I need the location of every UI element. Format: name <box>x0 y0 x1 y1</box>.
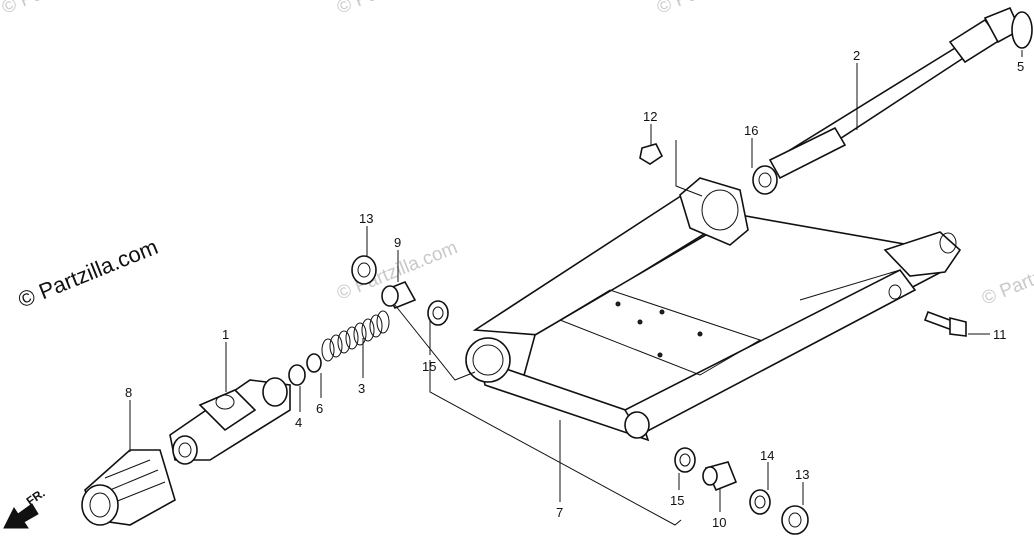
watermark-faint: © Partzilla.com <box>0 0 126 19</box>
swing-arm <box>465 177 962 442</box>
callout-6: 6 <box>316 401 323 416</box>
flange-nut <box>639 143 664 165</box>
callout-11: 11 <box>993 327 1007 342</box>
callout-5: 5 <box>1017 59 1024 74</box>
callout-15-lower: 15 <box>670 493 684 508</box>
lock-nut <box>351 255 377 285</box>
pivot-bolt-lower <box>702 461 738 492</box>
callout-2: 2 <box>853 48 860 63</box>
front-direction-label: FR. <box>24 486 48 509</box>
bearing <box>674 447 696 473</box>
watermark-faint: © Partzilla.com <box>979 242 1034 309</box>
lock-nut <box>781 505 809 535</box>
boot <box>81 449 176 526</box>
universal-joint <box>169 377 291 465</box>
callout-12: 12 <box>643 109 657 124</box>
callout-1: 1 <box>222 327 229 342</box>
callout-13-upper: 13 <box>359 211 373 226</box>
circlip <box>1011 11 1033 49</box>
front-direction-arrow <box>3 503 39 529</box>
callout-14: 14 <box>760 448 774 463</box>
pivot-bolt <box>923 310 967 337</box>
callout-13-lower: 13 <box>795 467 809 482</box>
callout-4: 4 <box>295 415 302 430</box>
washer <box>306 353 322 373</box>
bearing <box>427 300 449 326</box>
callout-8: 8 <box>125 385 132 400</box>
drive-shaft <box>768 6 1022 180</box>
lock-washer <box>749 489 771 515</box>
watermark-faint: © Partzilla.com <box>334 0 461 19</box>
callout-15-upper: 15 <box>422 359 436 374</box>
callout-10: 10 <box>712 515 726 530</box>
oil-seal <box>752 165 778 195</box>
spring <box>321 310 390 362</box>
callout-9: 9 <box>394 235 401 250</box>
washer <box>288 364 306 386</box>
watermark-main: © Partzilla.com <box>15 234 162 313</box>
watermark-faint: © Partzilla.com <box>654 0 781 19</box>
callout-16: 16 <box>744 123 758 138</box>
leader-lines <box>129 50 1023 526</box>
callout-3: 3 <box>358 381 365 396</box>
callout-7: 7 <box>556 505 563 520</box>
pivot-adjusting-bolt <box>381 280 417 310</box>
